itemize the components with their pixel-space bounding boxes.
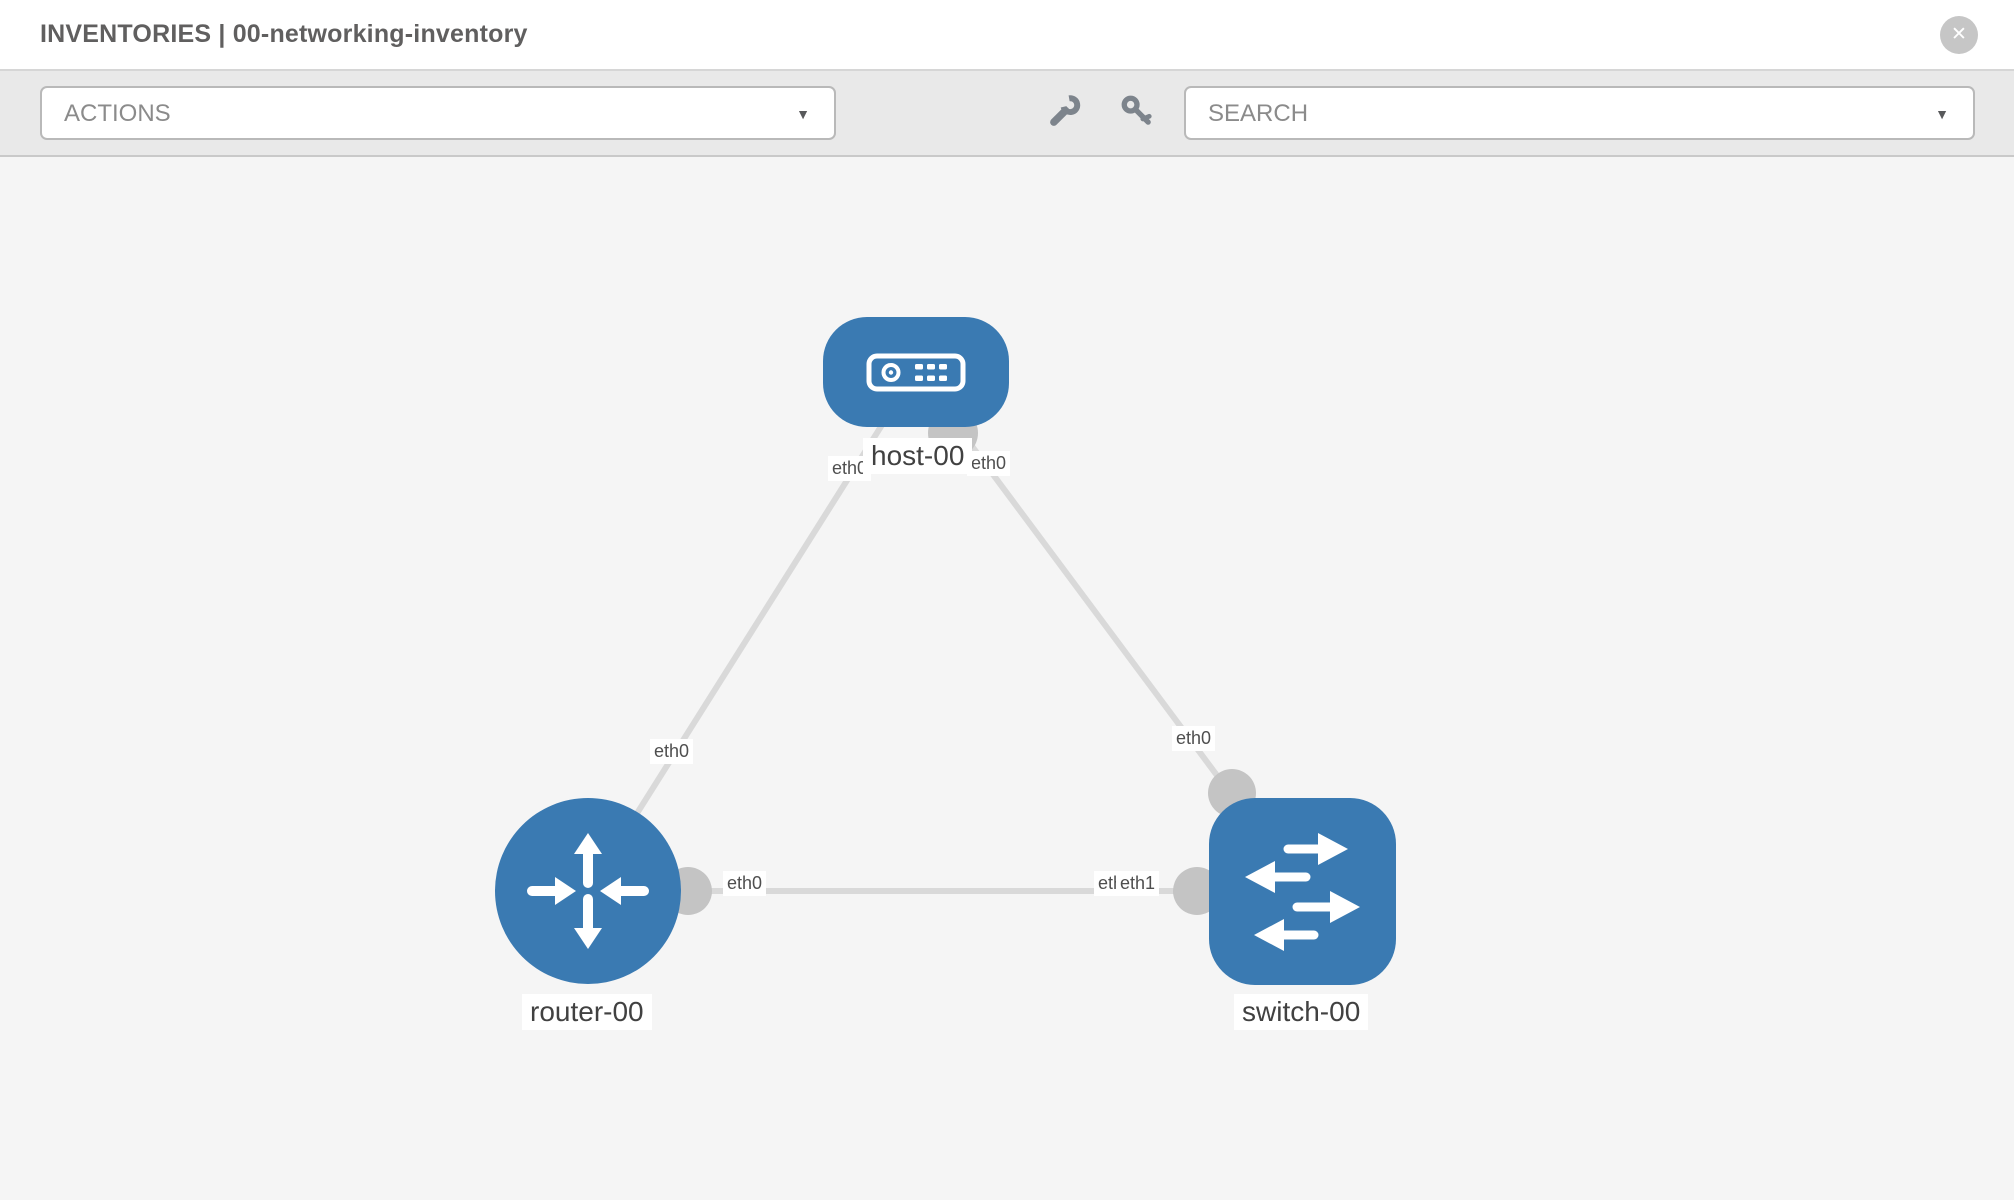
interface-label: eth0: [967, 451, 1011, 476]
interface-label: eth0: [723, 871, 767, 896]
credentials-button[interactable]: [1120, 94, 1154, 133]
header-bar: INVENTORIES | 00-networking-inventory ✕: [0, 0, 2014, 71]
host-icon: [866, 353, 966, 392]
toolbar: ACTIONS ▼ SEARCH ▼: [0, 71, 2014, 157]
search-dropdown-label: SEARCH: [1208, 100, 1309, 127]
switch-icon: [1245, 833, 1360, 951]
interface-label: eth0: [1172, 726, 1216, 751]
interface-label: eth0: [650, 739, 694, 764]
node-label-switch-00: switch-00: [1234, 994, 1369, 1030]
chevron-down-icon: ▼: [796, 106, 810, 122]
node-label-host-00: host-00: [863, 438, 973, 474]
router-icon: [527, 833, 649, 949]
page-title: INVENTORIES | 00-networking-inventory: [40, 20, 528, 48]
key-icon: [1121, 95, 1152, 125]
node-label-router-00: router-00: [522, 994, 652, 1030]
node-router-00[interactable]: [495, 798, 681, 984]
configure-tools-button[interactable]: [1048, 94, 1082, 133]
search-dropdown[interactable]: SEARCH ▼: [1184, 86, 1975, 140]
interface-label: eth1: [1116, 871, 1160, 896]
node-host-00[interactable]: [823, 317, 1009, 427]
actions-dropdown-label: ACTIONS: [64, 100, 171, 127]
topology-canvas[interactable]: eth0 eth0 eth0 eth0 eth0 eth0 eth1 host-…: [0, 157, 2014, 1200]
close-icon[interactable]: ✕: [1940, 16, 1978, 54]
node-switch-00[interactable]: [1209, 798, 1396, 985]
chevron-down-icon: ▼: [1935, 106, 1949, 122]
actions-dropdown[interactable]: ACTIONS ▼: [40, 86, 836, 140]
wrench-icon: [1050, 94, 1081, 126]
